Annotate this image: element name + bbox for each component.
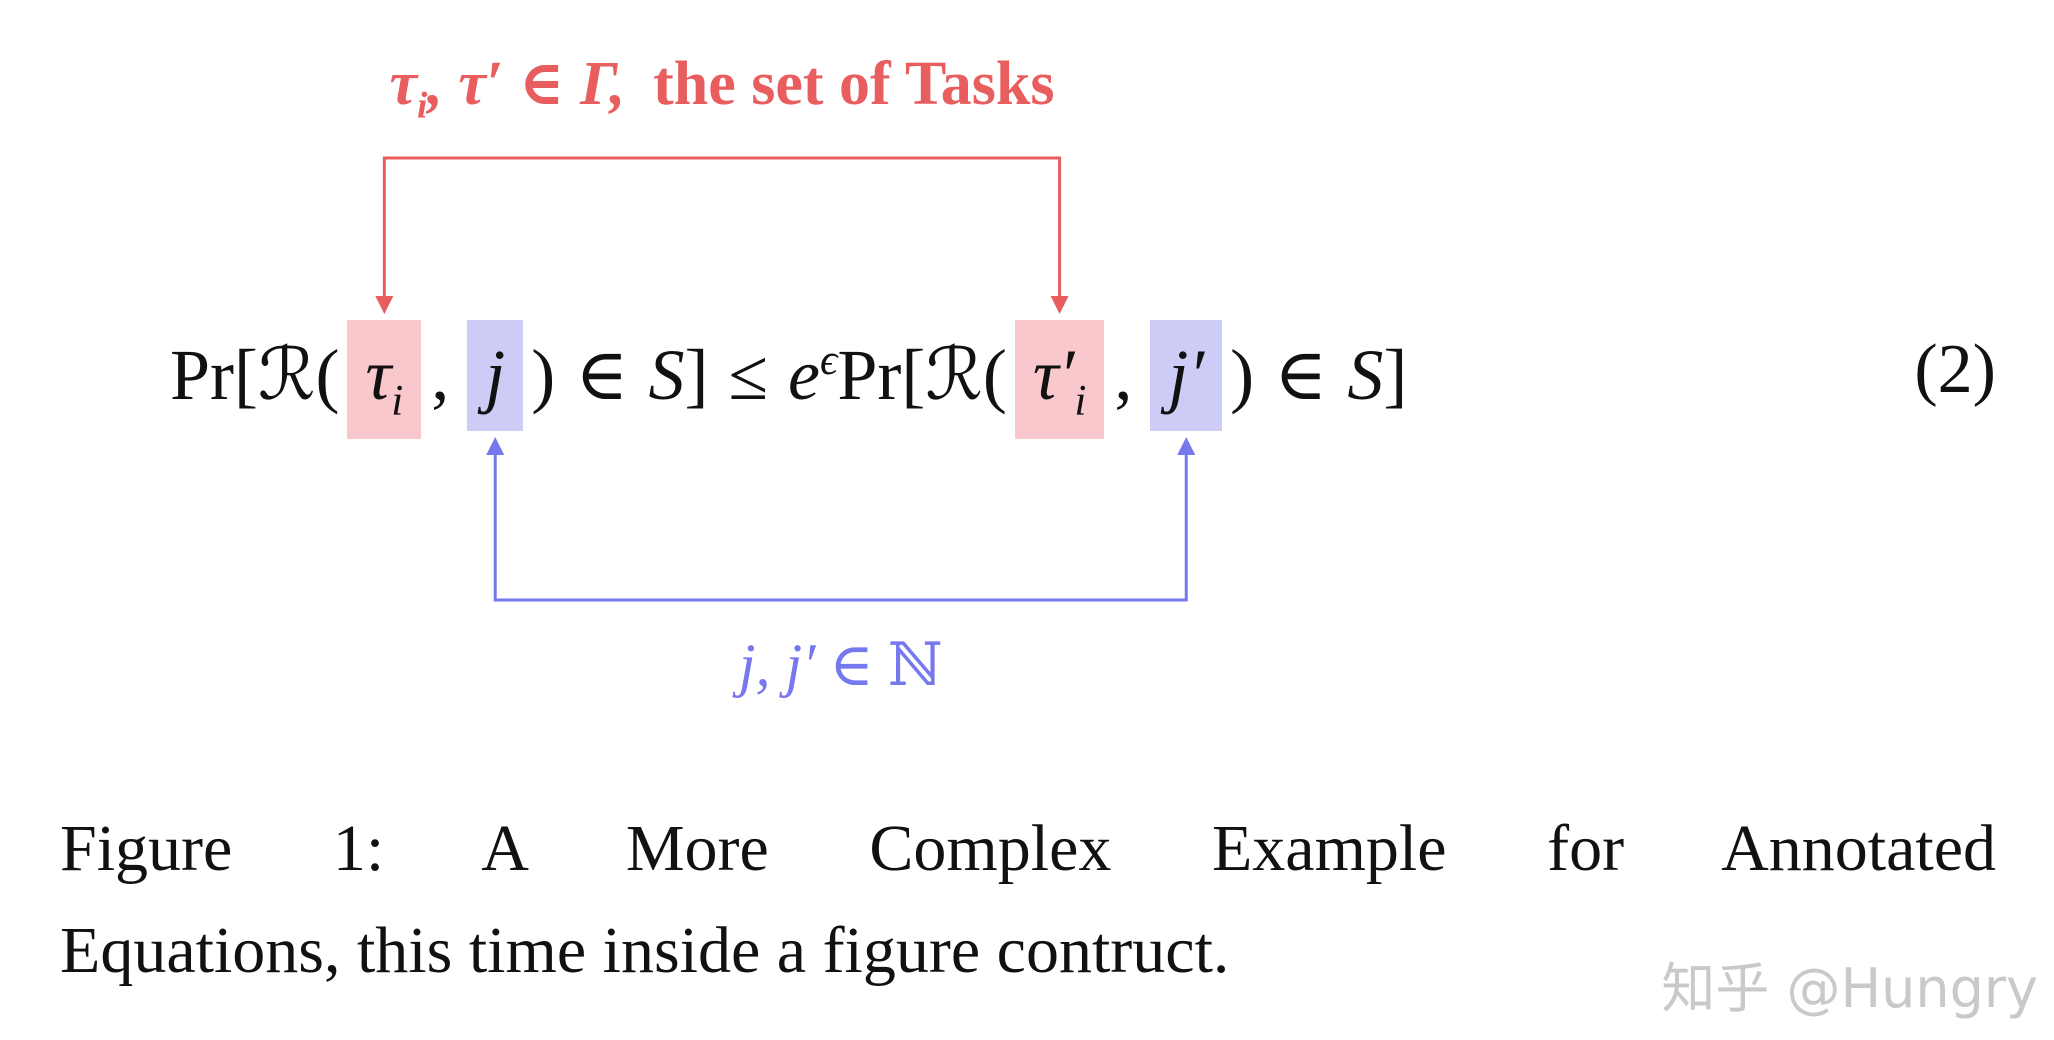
- naturals-set-symbol: ℕ: [887, 632, 943, 698]
- equation-number: (2): [1914, 331, 1996, 408]
- tau-prime-variable: τ′: [1032, 335, 1075, 415]
- open-paren-2: (: [982, 335, 1007, 415]
- e-exponential: eϵ: [788, 334, 837, 417]
- highlight-tau-prime: τ′i: [1014, 320, 1105, 440]
- close-paren-2: ): [1230, 335, 1255, 415]
- caption-line-2: Equations, this time inside a figure con…: [60, 913, 1230, 987]
- tau-variable-sub: i: [391, 377, 404, 425]
- tasks-annotation-rest: , τ′ ∈ Γ,: [427, 50, 626, 118]
- euler-e: e: [788, 335, 820, 415]
- naturals-annotation: j, j′∈ℕ: [739, 630, 943, 700]
- highlight-j-prime: j′: [1150, 320, 1223, 431]
- caption-line-1: Figure 1: A More Complex Example for Ann…: [60, 812, 1996, 885]
- element-of-1: ∈: [575, 335, 629, 415]
- element-of-2: ∈: [1274, 335, 1328, 415]
- comma-1: ,: [431, 335, 450, 415]
- highlight-tau: τi: [347, 320, 422, 440]
- pr-operator-2: Pr[: [837, 335, 926, 415]
- watermark: 知乎 @Hungry: [1661, 957, 2038, 1020]
- tau-subscript: i: [416, 85, 428, 127]
- naturals-element-of: ∈: [829, 632, 874, 698]
- highlight-j: j: [467, 320, 524, 431]
- tau-symbol: τ: [389, 50, 417, 118]
- pr-operator-1: Pr[: [170, 335, 258, 415]
- leq-sign: ≤: [728, 335, 769, 415]
- figure-caption: Figure 1: A More Complex Example for Ann…: [60, 798, 1996, 1001]
- close-bracket-2: ]: [1383, 335, 1408, 415]
- close-bracket-1: ]: [684, 335, 709, 415]
- close-paren-1: ): [531, 335, 556, 415]
- tau-variable: τ: [365, 335, 392, 415]
- naturals-vars: j, j′: [738, 632, 816, 698]
- tasks-annotation-math: τi, τ′ ∈ Γ,: [389, 50, 626, 126]
- script-S-1: S: [648, 335, 685, 415]
- tasks-annotation: τi, τ′ ∈ Γ, the set of Tasks: [389, 46, 1054, 127]
- epsilon-exponent: ϵ: [819, 337, 838, 384]
- comma-2: ,: [1114, 335, 1133, 415]
- tau-prime-variable-sub: i: [1074, 377, 1087, 425]
- open-paren-1: (: [315, 335, 340, 415]
- script-R-2: ℛ: [925, 335, 983, 415]
- script-S-2: S: [1347, 335, 1384, 415]
- script-R-1: ℛ: [258, 335, 316, 415]
- tasks-annotation-label: the set of Tasks: [653, 50, 1055, 118]
